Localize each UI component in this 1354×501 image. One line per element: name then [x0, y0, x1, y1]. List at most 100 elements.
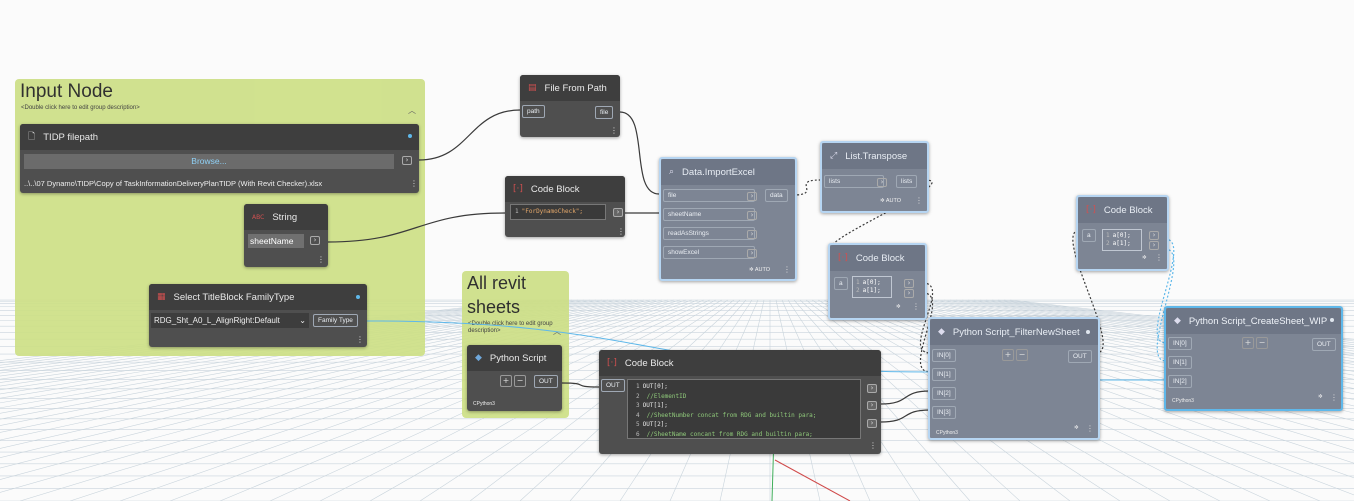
output-port[interactable]: ›: [867, 401, 877, 410]
auto-lacing-label: ✲ AUTO: [749, 267, 771, 273]
node-menu-icon[interactable]: ⋮: [783, 265, 791, 274]
input-arrow[interactable]: ›: [747, 192, 757, 201]
node-menu-icon[interactable]: ⋮: [912, 302, 920, 311]
node-list-transpose[interactable]: ⤢List.Transpose lists › lists ✲ AUTO ⋮: [820, 141, 929, 213]
output-port[interactable]: ›: [310, 236, 320, 245]
family-type-dropdown[interactable]: RDG_Sht_A0_L_AlignRight:Default ⌄: [151, 313, 309, 328]
output-port[interactable]: ›: [1149, 231, 1159, 240]
chevron-up-icon[interactable]: ︿: [408, 106, 416, 115]
add-remove-inputs[interactable]: +−: [500, 375, 528, 387]
node-menu-icon[interactable]: ⋮: [1086, 424, 1094, 433]
output-port[interactable]: ›: [867, 384, 877, 393]
output-port-out[interactable]: OUT: [1312, 338, 1336, 351]
node-python-create-sheet[interactable]: ◆Python Script_CreateSheet_WIP IN[0]IN[1…: [1164, 306, 1343, 411]
input-port-sheetname[interactable]: sheetName: [663, 208, 755, 221]
input-arrow[interactable]: ›: [747, 230, 757, 239]
node-code-block-1[interactable]: [·]Code Block 1"ForDynamoCheck"; › ⋮: [505, 176, 625, 237]
node-python-script[interactable]: ◆Python Script +− OUT CPython3: [467, 345, 562, 411]
add-input-icon[interactable]: +: [1002, 349, 1014, 361]
dropdown-value: RDG_Sht_A0_L_AlignRight:Default: [154, 316, 280, 325]
input-port-a[interactable]: a: [1082, 229, 1096, 242]
lacing-icon: ✲: [1074, 425, 1079, 431]
node-string[interactable]: ABC String sheetName › ⋮: [244, 204, 328, 267]
input-port-showexcel[interactable]: showExcel: [663, 246, 755, 259]
file-icon: 🗋: [28, 132, 36, 142]
node-menu-icon[interactable]: ⋮: [317, 255, 325, 264]
node-menu-icon[interactable]: ⋮: [356, 335, 364, 344]
node-menu-icon[interactable]: ⋮: [617, 227, 625, 236]
string-value-input[interactable]: sheetName: [248, 234, 304, 248]
output-port-lists[interactable]: lists: [896, 175, 918, 188]
output-port-family-type[interactable]: Family Type: [313, 314, 358, 327]
input-arrow[interactable]: ›: [877, 178, 887, 187]
input-port-lists[interactable]: lists: [824, 175, 884, 188]
node-title: Code Block: [855, 252, 905, 264]
engine-label: CPython3: [936, 430, 958, 436]
node-python-filter-new-sheet[interactable]: ◆Python Script_FilterNewSheet IN[0]IN[1]…: [928, 317, 1100, 440]
output-port-data[interactable]: data: [765, 189, 788, 202]
input-port-in1[interactable]: IN[1]: [1168, 356, 1192, 369]
output-port[interactable]: ›: [402, 156, 412, 165]
input-port-file[interactable]: file: [663, 189, 755, 202]
browse-button[interactable]: Browse...: [24, 154, 394, 169]
status-dot: [408, 134, 412, 138]
input-arrow[interactable]: ›: [747, 211, 757, 220]
input-port-path[interactable]: path: [522, 105, 545, 118]
output-port[interactable]: ›: [904, 289, 914, 298]
node-file-from-path[interactable]: ▤File From Path path file ⋮: [520, 75, 620, 137]
input-port-in3[interactable]: IN[3]: [932, 406, 956, 419]
input-port-in1[interactable]: IN[1]: [932, 368, 956, 381]
node-title: Python Script: [489, 352, 547, 364]
node-data-import-excel[interactable]: ⌕Data.ImportExcel file›sheetName›readAsS…: [659, 157, 797, 281]
engine-label: CPython3: [1172, 398, 1194, 404]
input-port-in2[interactable]: IN[2]: [932, 387, 956, 400]
string-icon: ABC: [252, 213, 265, 221]
output-port-out[interactable]: OUT: [1068, 350, 1092, 363]
status-dot: [1086, 330, 1090, 334]
node-menu-icon[interactable]: ⋮: [410, 179, 418, 188]
node-menu-icon[interactable]: ⋮: [1330, 393, 1338, 402]
node-menu-icon[interactable]: ⋮: [869, 441, 877, 450]
add-input-icon[interactable]: +: [1242, 337, 1254, 349]
node-menu-icon[interactable]: ⋮: [1155, 253, 1163, 262]
group-description: <Double click here to edit group descrip…: [21, 105, 140, 111]
add-remove-inputs[interactable]: +−: [1242, 337, 1270, 349]
input-port-out[interactable]: OUT: [601, 379, 625, 392]
output-port[interactable]: ›: [1149, 241, 1159, 250]
code-editor[interactable]: 1"ForDynamoCheck";: [510, 204, 606, 220]
add-input-icon[interactable]: +: [500, 375, 512, 387]
node-title: List.Transpose: [845, 150, 908, 162]
output-port-out[interactable]: OUT: [534, 375, 558, 388]
add-remove-inputs[interactable]: +−: [1002, 349, 1030, 361]
input-port-readasstrings[interactable]: readAsStrings: [663, 227, 755, 240]
input-port-in0[interactable]: IN[0]: [932, 349, 956, 362]
code-block-icon: [·]: [513, 184, 523, 194]
list-transpose-icon: ⤢: [830, 151, 838, 161]
input-port-in0[interactable]: IN[0]: [1168, 337, 1192, 350]
node-title: String: [272, 211, 298, 223]
node-menu-icon[interactable]: ⋮: [610, 126, 618, 135]
node-tidp-filepath[interactable]: 🗋TIDP filepath Browse... › ..\..\07 Dyna…: [20, 124, 419, 193]
input-port-a[interactable]: a: [834, 277, 848, 290]
remove-input-icon[interactable]: −: [1256, 337, 1268, 349]
group-title-line2: sheets: [467, 297, 521, 317]
node-menu-icon[interactable]: ⋮: [915, 196, 923, 205]
remove-input-icon[interactable]: −: [514, 375, 526, 387]
output-port[interactable]: ›: [867, 419, 877, 428]
input-port-in2[interactable]: IN[2]: [1168, 375, 1192, 388]
node-select-titleblock[interactable]: ▦Select TitleBlock FamilyType RDG_Sht_A0…: [149, 284, 367, 347]
output-port[interactable]: ›: [613, 208, 623, 217]
file-icon: ▤: [528, 83, 537, 93]
input-arrow[interactable]: ›: [747, 249, 757, 258]
output-port[interactable]: ›: [904, 279, 914, 288]
chevron-up-icon[interactable]: ︿: [553, 327, 561, 336]
remove-input-icon[interactable]: −: [1016, 349, 1028, 361]
output-port-file[interactable]: file: [595, 106, 614, 119]
